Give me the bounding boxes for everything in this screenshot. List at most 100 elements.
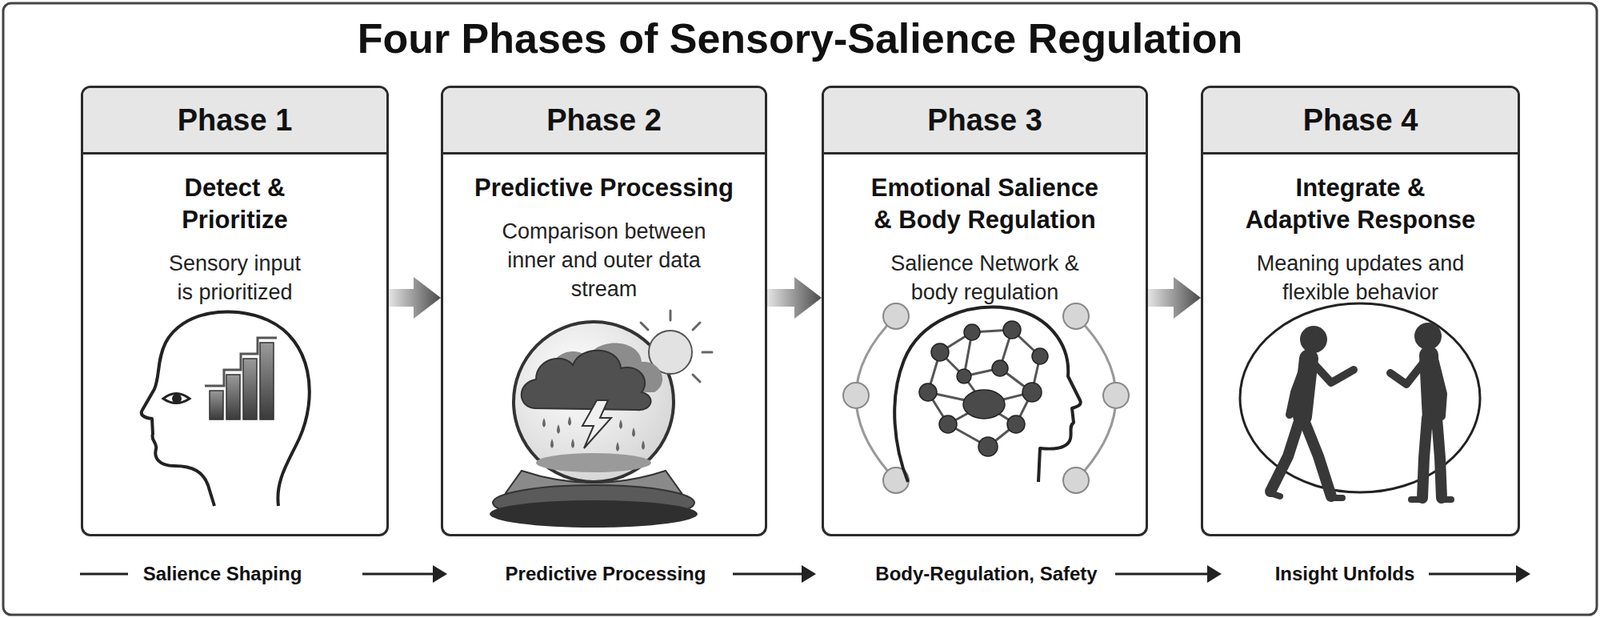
phase-description: Meaning updates and flexible behavior	[1248, 248, 1473, 307]
orbit-node	[1103, 382, 1129, 408]
crystal-ball-illustration	[489, 310, 712, 528]
ball-stand	[505, 470, 682, 507]
phase-description: Comparison between inner and outer data …	[499, 216, 709, 304]
network-link	[1000, 368, 1032, 392]
network-link	[928, 352, 940, 392]
person-leg	[1302, 416, 1332, 496]
rain-drop	[556, 424, 560, 434]
lightning-bolt	[582, 400, 612, 448]
flow-label: Body-Regulation, Safety	[875, 561, 1097, 586]
phase-header: Phase 2	[443, 88, 765, 155]
rain-drop	[568, 416, 572, 426]
head-outline	[141, 311, 310, 506]
phase-box: Phase 3 Emotional Salience & Body Regulat…	[821, 85, 1148, 536]
sun-ray	[669, 310, 672, 320]
phase-heading: Detect & Prioritize	[155, 172, 316, 236]
network-node	[1032, 348, 1048, 364]
phase-number: Phase 1	[177, 103, 293, 138]
eye-pupil	[172, 393, 182, 404]
person-arm	[1435, 361, 1444, 416]
network-link	[984, 392, 1032, 404]
person-head	[1414, 322, 1442, 350]
network-link	[940, 352, 964, 376]
flow-arrowhead	[1207, 564, 1222, 583]
orbit-node	[1063, 467, 1089, 493]
diagram-title: Four Phases of Sensory-Salience Regulati…	[0, 12, 1600, 64]
person-arm	[1289, 361, 1306, 415]
network-link	[928, 392, 948, 424]
flow-line	[1428, 572, 1520, 576]
person-right	[1390, 355, 1452, 500]
phase-header: Phase 4	[1203, 88, 1518, 155]
person-leg	[1422, 417, 1428, 498]
orbit-arc	[1076, 316, 1116, 480]
rain-drop	[632, 427, 636, 437]
phase-number: Phase 2	[546, 103, 662, 138]
network-link	[1032, 356, 1040, 392]
rain-drops	[542, 416, 645, 452]
person-foot	[1411, 496, 1423, 503]
person-arm	[1312, 361, 1354, 383]
network-link	[1016, 392, 1032, 424]
ball-stand	[489, 500, 698, 528]
people-illustration	[1240, 303, 1480, 500]
phase-heading: Integrate & Adaptive Response	[1244, 172, 1478, 236]
flow-arrow	[767, 276, 822, 319]
network-node	[992, 360, 1008, 376]
person-leg	[1436, 417, 1442, 498]
ball-pool	[536, 452, 652, 472]
orbit-arc	[856, 316, 896, 480]
crystal-ball	[513, 321, 674, 482]
cloud-back	[545, 343, 663, 392]
storm-cloud	[521, 350, 652, 410]
phase-number: Phase 4	[1303, 103, 1419, 138]
flow-label: Salience Shaping	[143, 561, 303, 586]
network-node	[919, 383, 937, 401]
rain-drop	[619, 419, 623, 429]
phase-box: Phase 2 Predictive ProcessingComparison b…	[440, 85, 768, 536]
network-hub	[963, 389, 1005, 419]
flow-arrowhead	[801, 564, 816, 583]
flow-arrow	[388, 276, 441, 319]
phase-box: Phase 4 Integrate & Adaptive ResponseMean…	[1200, 85, 1520, 536]
step-line	[204, 337, 277, 386]
priority-bar	[209, 390, 224, 420]
person-torso	[1428, 355, 1432, 420]
phase-description: Sensory input is prioritized	[163, 248, 308, 307]
person-foot	[1270, 492, 1280, 496]
flow-arrow	[1148, 276, 1201, 319]
head-illustration	[141, 311, 310, 506]
priority-bar	[226, 374, 240, 420]
person-head	[1300, 325, 1328, 353]
network-node	[1007, 415, 1025, 433]
flow-line	[732, 572, 805, 576]
orbit-node	[843, 382, 869, 408]
outer-border	[3, 3, 1597, 615]
network-node	[931, 343, 949, 361]
rain-drop	[571, 438, 575, 448]
network-link	[964, 332, 972, 376]
eye-symbol	[163, 393, 190, 404]
network-link	[1012, 329, 1040, 356]
phase-header: Phase 3	[824, 88, 1146, 155]
phase-heading: Predictive Processing	[452, 172, 756, 204]
network-node	[939, 415, 957, 433]
head-outline	[894, 307, 1081, 482]
flow-line	[362, 572, 436, 576]
priority-bar	[243, 358, 257, 420]
sun-ray	[640, 322, 648, 330]
rain-drop	[542, 417, 546, 428]
rain-drop	[641, 440, 645, 450]
person-foot	[1331, 494, 1343, 501]
network-link	[964, 368, 1000, 376]
network-link	[988, 424, 1016, 447]
network-node	[978, 436, 998, 456]
person-arm	[1390, 361, 1424, 384]
network-link	[964, 376, 984, 404]
phase-description: Salience Network & body regulation	[880, 248, 1089, 307]
sun-symbol	[648, 330, 692, 374]
network-link	[972, 329, 1012, 332]
phase-heading: Emotional Salience & Body Regulation	[864, 172, 1105, 236]
